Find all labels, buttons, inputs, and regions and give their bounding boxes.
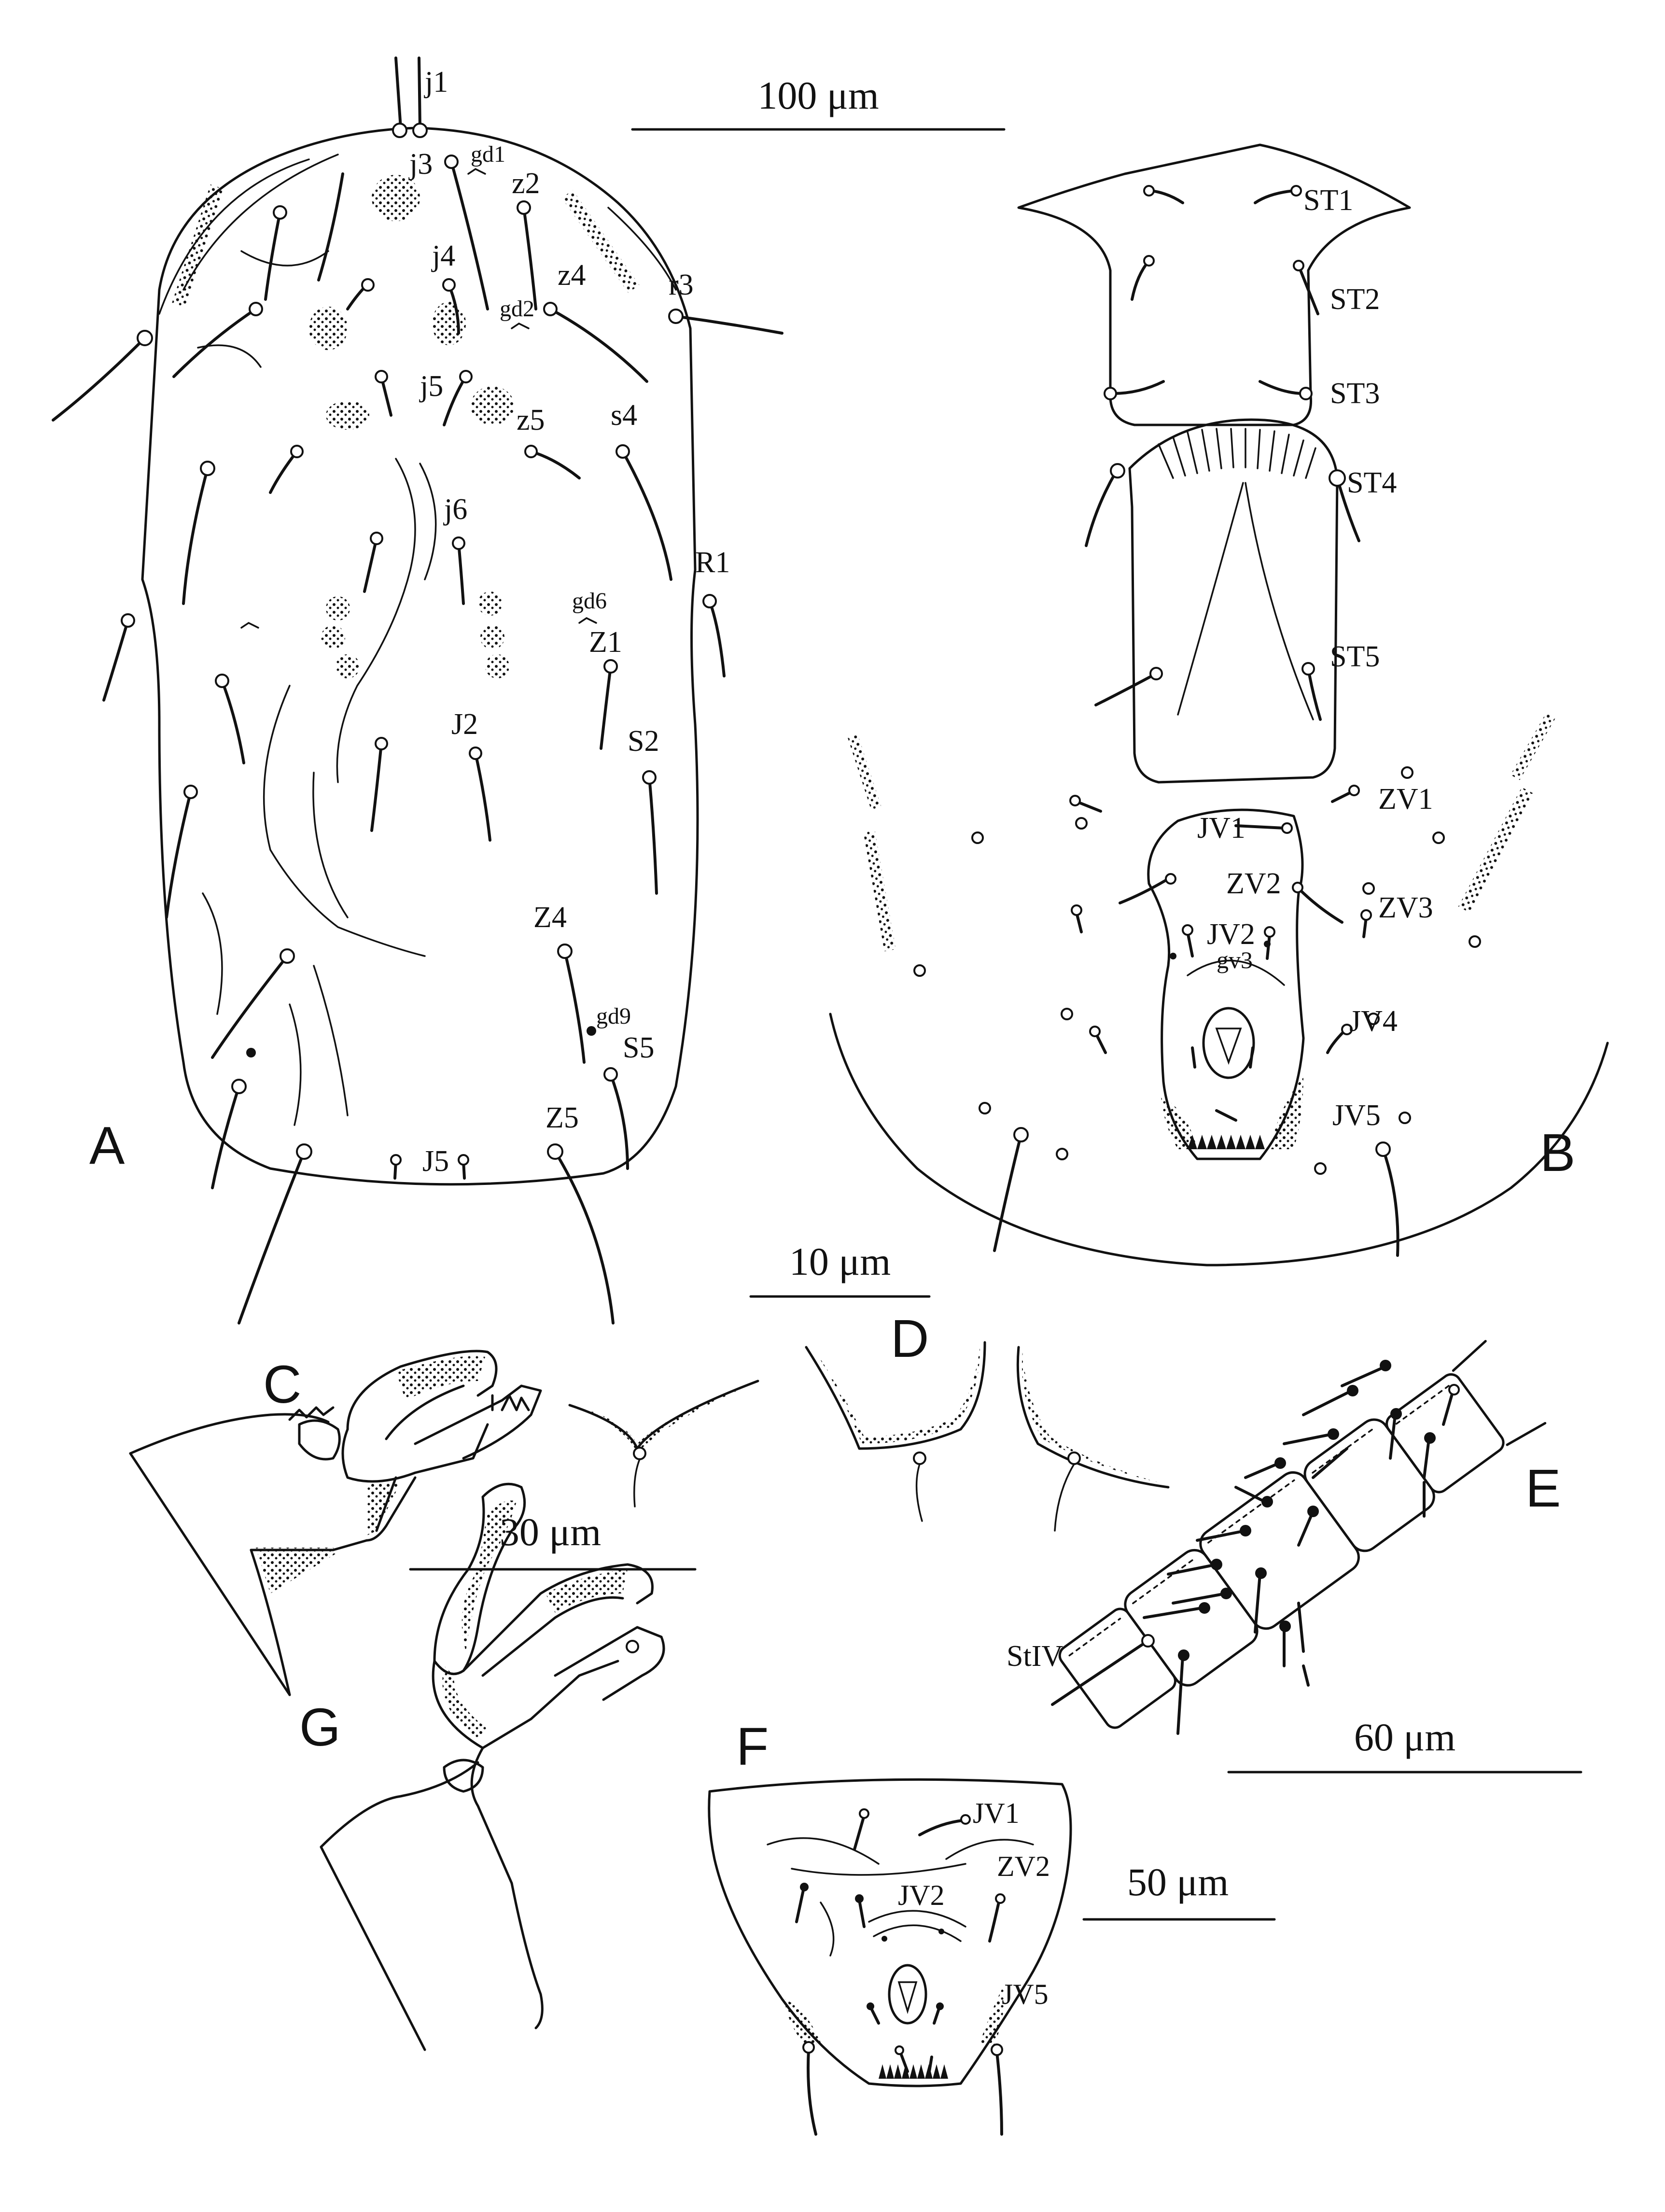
seta-j1-right bbox=[418, 56, 421, 129]
label-JV4: JV4 bbox=[1349, 1005, 1398, 1038]
panel-b-labels: ST1 ST2 ST3 ST4 ST5 ZV1 JV1 ZV2 ZV3 JV2 … bbox=[1197, 184, 1433, 1132]
scale-label-100: 100 μm bbox=[757, 73, 879, 117]
panel-f-shield-outline bbox=[708, 1778, 1072, 2087]
opisthogaster-outline bbox=[829, 1013, 1609, 1267]
ventrianal-shield bbox=[1147, 808, 1305, 1160]
label-R1: R1 bbox=[695, 546, 730, 579]
label-ST3: ST3 bbox=[1330, 377, 1380, 410]
label-S2: S2 bbox=[628, 725, 659, 758]
label-r3: r3 bbox=[669, 268, 694, 301]
ventral-setae bbox=[913, 185, 1481, 1257]
label-JV2: JV2 bbox=[1207, 918, 1255, 951]
label-ZV3: ZV3 bbox=[1378, 891, 1433, 924]
scale-label-60: 60 μm bbox=[1354, 1715, 1455, 1759]
label-gv3: gv3 bbox=[1217, 946, 1253, 973]
scale-bar-10: 10 μm bbox=[749, 1240, 931, 1298]
label-Z4: Z4 bbox=[533, 901, 567, 934]
scale-label-30: 30 μm bbox=[500, 1510, 601, 1554]
anal-opening bbox=[1202, 1007, 1255, 1079]
label-gd1: gd1 bbox=[471, 141, 505, 167]
label-StIV: StIV bbox=[1007, 1640, 1063, 1673]
metasternal-shield bbox=[1128, 418, 1339, 784]
panel-letter-f: F bbox=[736, 1717, 769, 1776]
dorsal-setae bbox=[52, 56, 784, 1324]
panel-d-details: D bbox=[568, 1309, 1170, 1532]
label-f-JV2: JV2 bbox=[898, 1879, 945, 1911]
label-J2: J2 bbox=[451, 708, 478, 741]
panel-letter-e: E bbox=[1525, 1459, 1561, 1518]
label-gd9: gd9 bbox=[596, 1003, 631, 1029]
panel-a-labels: j1 j3 gd1 z2 j4 z4 r3 gd2 j5 z5 s4 j6 R1… bbox=[408, 66, 730, 1178]
label-j3: j3 bbox=[408, 148, 433, 181]
label-Z5: Z5 bbox=[546, 1101, 579, 1134]
label-J5: J5 bbox=[422, 1145, 449, 1178]
panel-letter-c: C bbox=[263, 1355, 301, 1414]
label-s4: s4 bbox=[611, 399, 637, 432]
label-JV1: JV1 bbox=[1197, 812, 1245, 845]
panel-f-setae bbox=[795, 1808, 1006, 2136]
scale-label-10: 10 μm bbox=[789, 1240, 891, 1283]
panel-letter-a: A bbox=[89, 1116, 125, 1175]
label-j6: j6 bbox=[443, 493, 467, 526]
scale-bar-30: 30 μm bbox=[409, 1510, 697, 1571]
label-S5: S5 bbox=[623, 1031, 654, 1064]
label-ZV1: ZV1 bbox=[1378, 783, 1433, 816]
panel-e-leg-iv: StIV E bbox=[1007, 1339, 1561, 1735]
label-j1: j1 bbox=[424, 66, 448, 99]
panel-c-chelicera: C bbox=[129, 1350, 542, 1696]
panel-b-ventral: ST1 ST2 ST3 ST4 ST5 ZV1 JV1 ZV2 ZV3 JV2 … bbox=[829, 143, 1609, 1267]
label-JV5: JV5 bbox=[1332, 1099, 1381, 1132]
panel-g-chelicera: G bbox=[299, 1482, 665, 2051]
label-ZV2: ZV2 bbox=[1226, 867, 1281, 900]
label-z4: z4 bbox=[558, 259, 586, 292]
label-f-ZV2: ZV2 bbox=[997, 1850, 1050, 1882]
leg-spines bbox=[1051, 1360, 1460, 1735]
panel-letter-b: B bbox=[1540, 1123, 1575, 1183]
label-j4: j4 bbox=[431, 240, 455, 272]
label-z5: z5 bbox=[517, 404, 545, 437]
label-j5: j5 bbox=[419, 370, 443, 403]
panel-letter-g: G bbox=[299, 1698, 341, 1757]
label-gd2: gd2 bbox=[500, 296, 534, 322]
label-f-JV5: JV5 bbox=[1002, 1978, 1049, 2010]
label-ST2: ST2 bbox=[1330, 283, 1380, 316]
panel-a-dorsal-shield: j1 j3 gd1 z2 j4 z4 r3 gd2 j5 z5 s4 j6 R1… bbox=[52, 56, 784, 1324]
scale-bar-50: 50 μm bbox=[1082, 1860, 1276, 1921]
label-ST5: ST5 bbox=[1330, 640, 1380, 673]
scale-bar-60: 60 μm bbox=[1227, 1715, 1582, 1774]
scale-bar-100: 100 μm bbox=[631, 73, 1006, 131]
scale-label-50: 50 μm bbox=[1127, 1860, 1229, 1904]
label-gd6: gd6 bbox=[572, 588, 607, 614]
panel-letter-d: D bbox=[891, 1309, 929, 1368]
label-Z1: Z1 bbox=[589, 626, 622, 659]
seta-j1-left bbox=[394, 56, 402, 129]
panel-f-ventrianal: JV1 ZV2 JV2 JV5 F bbox=[708, 1717, 1072, 2136]
label-f-JV1: JV1 bbox=[973, 1797, 1020, 1829]
label-ST1: ST1 bbox=[1303, 184, 1353, 217]
label-ST4: ST4 bbox=[1347, 466, 1397, 499]
label-z2: z2 bbox=[512, 167, 540, 200]
panel-f-anal-opening bbox=[888, 1964, 927, 2025]
panel-f-labels: JV1 ZV2 JV2 JV5 bbox=[898, 1797, 1050, 2010]
